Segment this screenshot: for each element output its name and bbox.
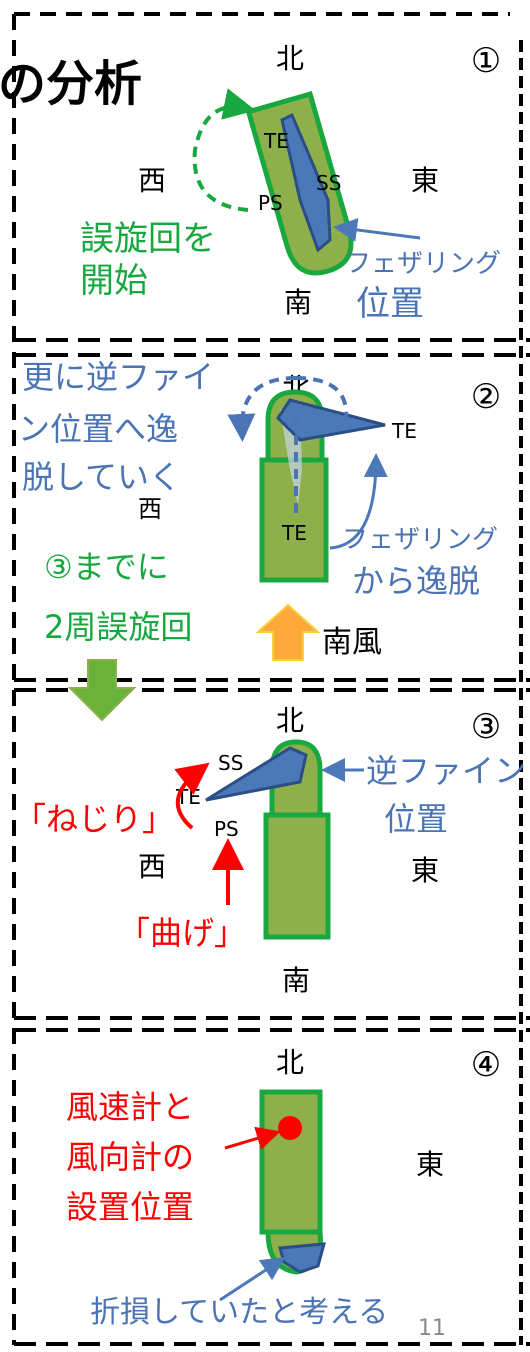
green-note-line-2: 開始: [80, 261, 148, 301]
compass-north: 北: [276, 42, 304, 75]
blue-note-right-line-1: フェザリング: [342, 525, 498, 555]
curved-arrow-icon: [329, 453, 388, 550]
blue-note-line-1: 逆ファイン: [366, 752, 526, 790]
blade-label-te: TE: [263, 129, 289, 153]
panel-number: ①: [471, 41, 501, 81]
red-note-line-2: 風向計の: [66, 1138, 194, 1176]
wind-label: 南風: [322, 625, 382, 660]
blue-note-left-line-1: 更に逆ファイ: [22, 358, 214, 396]
panel-number: ③: [471, 707, 501, 747]
rotation-arrow-icon: [227, 376, 297, 442]
compass-east: 東: [416, 1148, 444, 1181]
compass-south: 南: [282, 964, 310, 997]
pointer-arrow-icon: [219, 1257, 286, 1302]
wind-arrow-icon: [255, 603, 321, 661]
blue-note-line-2: 位置: [384, 800, 448, 838]
panel-1: ① 北 西 東 南 TE SS PS 誤旋回を 開始 フェザリング 位置: [80, 41, 501, 324]
red-note-line-1: 風速計と: [66, 1088, 194, 1126]
blue-note-left-line-3: 脱していく: [22, 458, 181, 496]
panel-number: ②: [471, 377, 501, 417]
green-note-line-1: ③までに: [44, 548, 169, 586]
blade-label-te-lower: TE: [281, 521, 307, 545]
blade-label-ss: SS: [218, 751, 243, 775]
sensor-pointer-icon: [224, 1126, 281, 1150]
red-note-line-3: 設置位置: [66, 1188, 194, 1226]
blue-note-left-line-2: ン位置へ逸: [18, 410, 178, 448]
header-title-fragment: の分析: [0, 56, 142, 112]
blade-label-ps: PS: [258, 191, 283, 215]
blade: [205, 746, 308, 802]
blue-note: 折損していたと考える: [90, 1295, 388, 1330]
compass-east: 東: [411, 164, 439, 197]
compass-west: 西: [138, 495, 162, 523]
compass-north: 北: [276, 1046, 304, 1079]
green-note-line-2: 2周誤旋回: [44, 608, 192, 646]
compass-south: 南: [284, 286, 312, 319]
compass-east: 東: [411, 854, 439, 887]
compass-west: 西: [138, 850, 166, 883]
sensor-dot: [278, 1116, 302, 1140]
rotation-arc: [295, 376, 349, 421]
panel-number: ④: [471, 1045, 501, 1085]
blade-label-te-upper: TE: [391, 419, 417, 443]
blue-note-line-1: フェザリング: [345, 249, 501, 279]
twist-arrow-icon: [174, 762, 210, 830]
blade: [280, 112, 332, 253]
page-number: 11: [418, 1316, 446, 1341]
pointer-arrow-icon: [333, 218, 421, 242]
green-note-line-1: 誤旋回を: [80, 219, 216, 259]
red-twist-label: 「ねじり」: [14, 800, 174, 838]
blue-note-line-2: 位置: [356, 284, 424, 324]
panel-4: ④ 北 東 風速計と 風向計の 設置位置 折損していたと考える 11: [66, 1045, 501, 1341]
panel-2: ② 北 西 TE TE 更に逆ファイ ン位置へ逸 脱していく フェザリング から…: [18, 358, 501, 722]
red-bend-label: 「曲げ」: [118, 914, 246, 952]
panel-3: ③ 北 西 東 南 SS TE PS 「ねじり」 「曲げ」 逆ファイン 位置: [14, 704, 526, 997]
blade-label-ps: PS: [214, 817, 239, 841]
compass-west: 西: [138, 164, 166, 197]
blade: [276, 398, 386, 442]
blue-note-right-line-2: から逸脱: [352, 562, 480, 600]
down-arrow-icon: [67, 659, 137, 722]
rotation-arrow-icon: [192, 88, 256, 212]
compass-north: 北: [276, 704, 304, 737]
blade-label-ss: SS: [316, 171, 341, 195]
